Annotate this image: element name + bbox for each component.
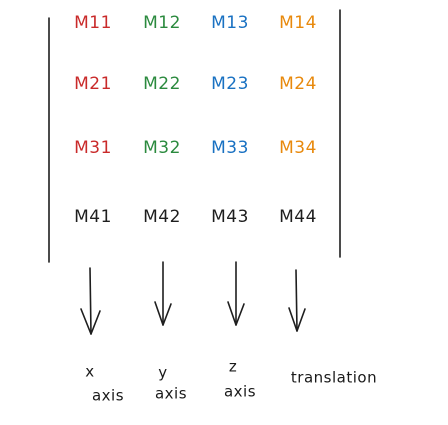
x-axis-label-word: axis — [92, 387, 124, 405]
matrix-cell-4-2: M42 — [143, 207, 181, 227]
matrix-cell-2-4: M24 — [279, 74, 317, 94]
y-axis-label-word: axis — [155, 385, 187, 403]
matrix-cell-2-2: M22 — [143, 74, 181, 94]
matrix-cell-2-3: M23 — [211, 74, 249, 94]
matrix-cell-3-3: M33 — [211, 138, 249, 158]
y-axis-arrow — [154, 261, 172, 326]
y-axis-label-letter: y — [158, 364, 167, 382]
matrix-cell-1-3: M13 — [211, 13, 249, 33]
x-axis-arrow — [80, 267, 101, 335]
matrix-cell-2-1: M21 — [74, 74, 112, 94]
z-axis-label-word: axis — [224, 383, 256, 401]
matrix-cell-1-2: M12 — [143, 13, 181, 33]
translation-label: translation — [291, 369, 377, 387]
matrix-cell-1-4: M14 — [279, 13, 317, 33]
matrix-cell-3-4: M34 — [279, 138, 317, 158]
z-axis-label-letter: z — [229, 358, 237, 376]
matrix-cell-4-1: M41 — [74, 207, 112, 227]
matrix-cell-1-1: M11 — [74, 13, 112, 33]
matrix-cell-4-3: M43 — [211, 207, 249, 227]
x-axis-label-letter: x — [85, 363, 94, 381]
matrix-cell-4-4: M44 — [279, 207, 317, 227]
matrix-cell-3-1: M31 — [74, 138, 112, 158]
matrix-cell-3-2: M32 — [143, 138, 181, 158]
translation-arrow — [288, 269, 306, 332]
z-axis-arrow — [227, 261, 245, 326]
